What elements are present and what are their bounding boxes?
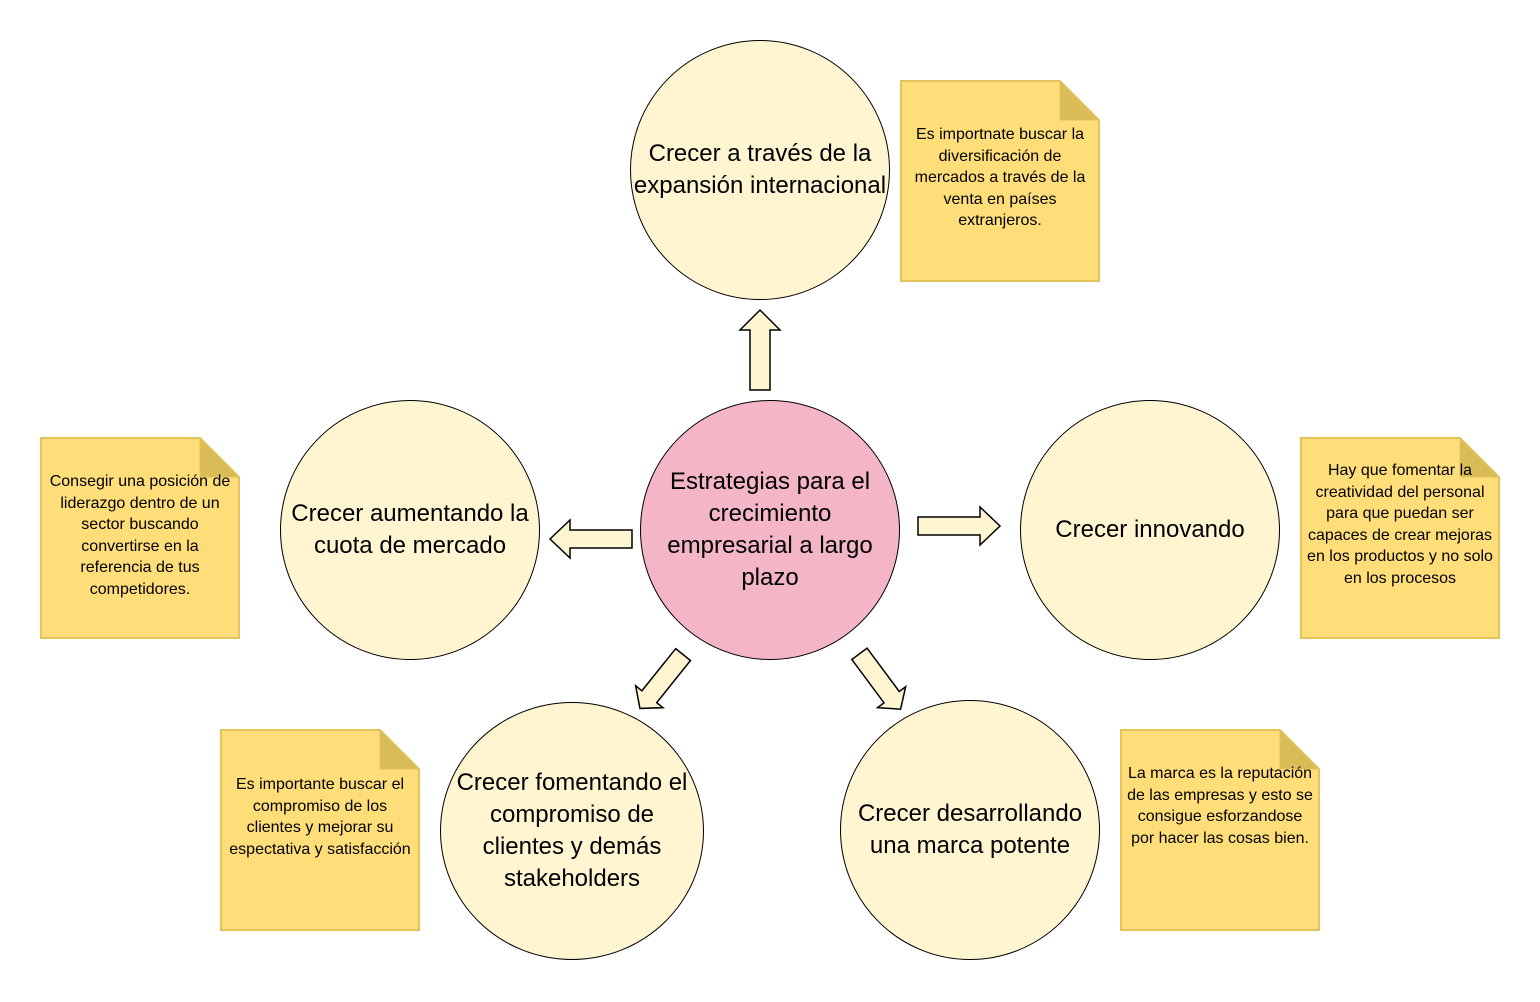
strategy-label-stakeholders: Crecer fomentando el compromiso de clien… — [456, 769, 688, 892]
sticky-note-shape — [900, 80, 1100, 282]
strategy-circle-stakeholders: Crecer fomentando el compromiso de clien… — [440, 702, 704, 960]
strategy-circle-innovation: Crecer innovando — [1020, 400, 1280, 660]
note-text-market-share: Consegir una posición de liderazgo dentr… — [49, 473, 231, 598]
sticky-note-fold — [379, 729, 420, 770]
sticky-note-fold — [1279, 729, 1320, 770]
sticky-note-shape — [1120, 729, 1320, 931]
arrow-down-left — [634, 647, 692, 710]
sticky-note-body — [1120, 729, 1320, 931]
sticky-note-body — [220, 729, 420, 931]
arrow-down-right — [850, 647, 907, 710]
sticky-note-body — [40, 437, 240, 639]
sticky-note-fold — [1059, 80, 1100, 121]
sticky-note-market-share: Consegir una posición de liderazgo dentr… — [40, 437, 240, 639]
note-text-international: Es importnate buscar la diversificación … — [914, 126, 1086, 230]
sticky-note-international: Es importnate buscar la diversificación … — [900, 80, 1100, 282]
note-text-stakeholders: Es importante buscar el compromiso de lo… — [229, 776, 411, 858]
center-topic-label: Estrategias para el crecimiento empresar… — [667, 468, 873, 591]
strategy-label-international: Crecer a través de la expansión internac… — [633, 140, 887, 199]
sticky-note-shape — [220, 729, 420, 931]
sticky-note-body — [900, 80, 1100, 282]
arrow-left — [548, 518, 633, 560]
sticky-note-brand: La marca es la reputación de las empresa… — [1120, 729, 1320, 931]
sticky-note-stakeholders: Es importante buscar el compromiso de lo… — [220, 729, 420, 931]
sticky-note-body — [1300, 437, 1500, 639]
sticky-note-innovation: Hay que fomentar la creatividad del pers… — [1300, 437, 1500, 639]
note-text-brand: La marca es la reputación de las empresa… — [1127, 765, 1313, 847]
arrow-right — [917, 505, 1002, 547]
note-text-innovation: Hay que fomentar la creatividad del pers… — [1307, 462, 1493, 587]
strategy-label-innovation: Crecer innovando — [1055, 516, 1245, 543]
sticky-note-fold — [199, 437, 240, 478]
sticky-note-shape — [1300, 437, 1500, 639]
strategy-circle-market-share: Crecer aumentando la cuota de mercado — [280, 400, 540, 660]
sticky-note-fold — [1459, 437, 1500, 478]
sticky-note-shape — [40, 437, 240, 639]
strategy-circle-international: Crecer a través de la expansión internac… — [630, 40, 890, 300]
strategy-label-brand: Crecer desarrollando una marca potente — [857, 800, 1083, 859]
arrow-up — [738, 308, 782, 391]
strategy-circle-brand: Crecer desarrollando una marca potente — [840, 700, 1100, 960]
center-topic-circle: Estrategias para el crecimiento empresar… — [640, 400, 900, 660]
strategy-label-market-share: Crecer aumentando la cuota de mercado — [291, 500, 529, 559]
